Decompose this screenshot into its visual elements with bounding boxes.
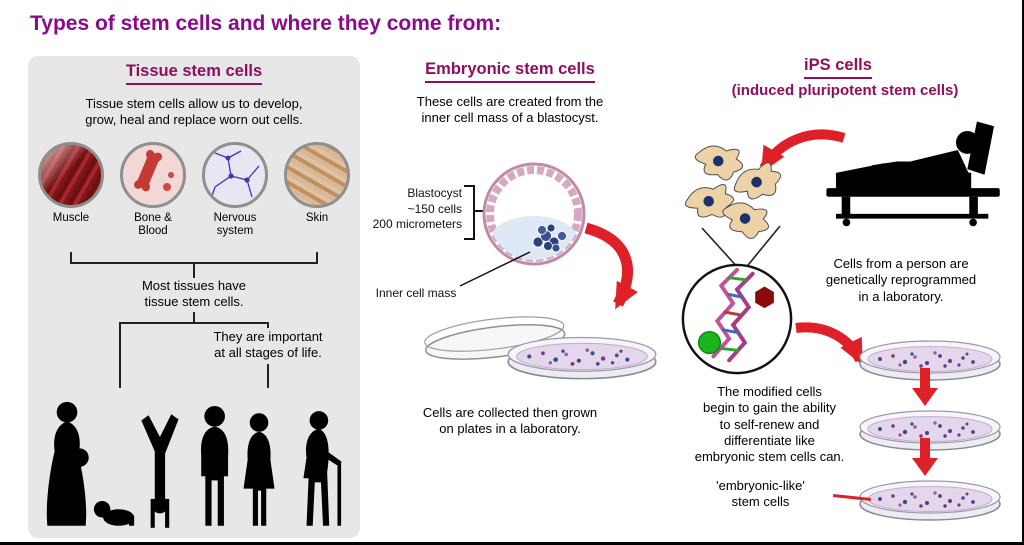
ips-modified-text: The modified cells begin to gain the abi… [694,384,845,464]
muscle-label: Muscle [52,212,90,224]
neuron-icon [210,150,260,200]
muscle-image [38,142,104,208]
ips-heading: iPS cells [768,56,908,79]
embryonic-intro: These cells are created from the inner c… [416,94,604,126]
ips-subheading: (induced pluripotent stem cells) [731,82,959,99]
down-arrow-icon [912,438,938,476]
cell-type-muscle: Muscle [32,142,110,238]
embryonic-like-label: 'embryonic-like' stem cells [716,478,805,510]
blastocyst-illustration [482,162,586,266]
patient-in-bed-illustration [826,121,1000,227]
cell-type-skin: Skin [278,142,356,238]
connector-line [119,322,269,324]
connector-line [70,262,318,264]
bone-blood-image [120,142,186,208]
bone-blood-label: Bone & Blood [134,212,172,238]
hanging-lines [701,226,781,271]
connector-line [70,252,72,262]
nervous-system-label: Nervous system [213,212,257,238]
connector-line [193,264,195,278]
tissue-heading: Tissue stem cells [28,62,360,85]
embryonic-caption: Cells are collected then grown on plates… [422,405,598,437]
red-molecule-icon [755,286,774,309]
people-silhouettes-illustration [46,401,342,528]
dna-magnifier-illustration [681,263,793,375]
tissue-note-stages: They are important at all stages of life… [213,329,323,361]
tissue-intro: Tissue stem cells allow us to develop, g… [85,96,303,128]
cell-type-nervous: Nervous system [196,142,274,238]
connector-line [193,312,195,322]
tissue-note-most: Most tissues have tissue stem cells. [141,278,247,310]
nervous-system-image [202,142,268,208]
cell-type-bone-blood: Bone & Blood [114,142,192,238]
ips-reprogram-text: Cells from a person are genetically repr… [825,256,977,304]
red-arrow-icon [795,322,865,366]
pointer-line [459,251,531,287]
page-title: Types of stem cells and where they come … [30,12,502,35]
connector-line [119,322,121,388]
connector-line [316,252,318,262]
inner-cell-mass-label: Inner cell mass [375,286,457,300]
inner-cell-mass [532,223,567,253]
connector-line [267,364,269,388]
connector-line [267,322,269,328]
tissue-panel: Tissue stem cells Tissue stem cells allo… [28,56,360,538]
blastocyst-label: Blastocyst ~150 cells 200 micrometers [372,186,462,232]
skin-label: Skin [305,212,329,224]
petri-dish [859,480,1001,521]
bracket-icon [464,185,484,240]
petri-dishes-illustration [422,309,657,380]
tissue-cell-types-row: Muscle Bone & Blood [32,142,356,238]
down-arrow-icon [912,368,938,406]
green-molecule-icon [697,331,722,355]
red-arrow-icon [759,129,846,174]
skin-image [284,142,350,208]
embryonic-heading: Embryonic stem cells [388,60,632,83]
bone-icon [134,150,174,192]
red-arrow-icon [584,222,638,310]
